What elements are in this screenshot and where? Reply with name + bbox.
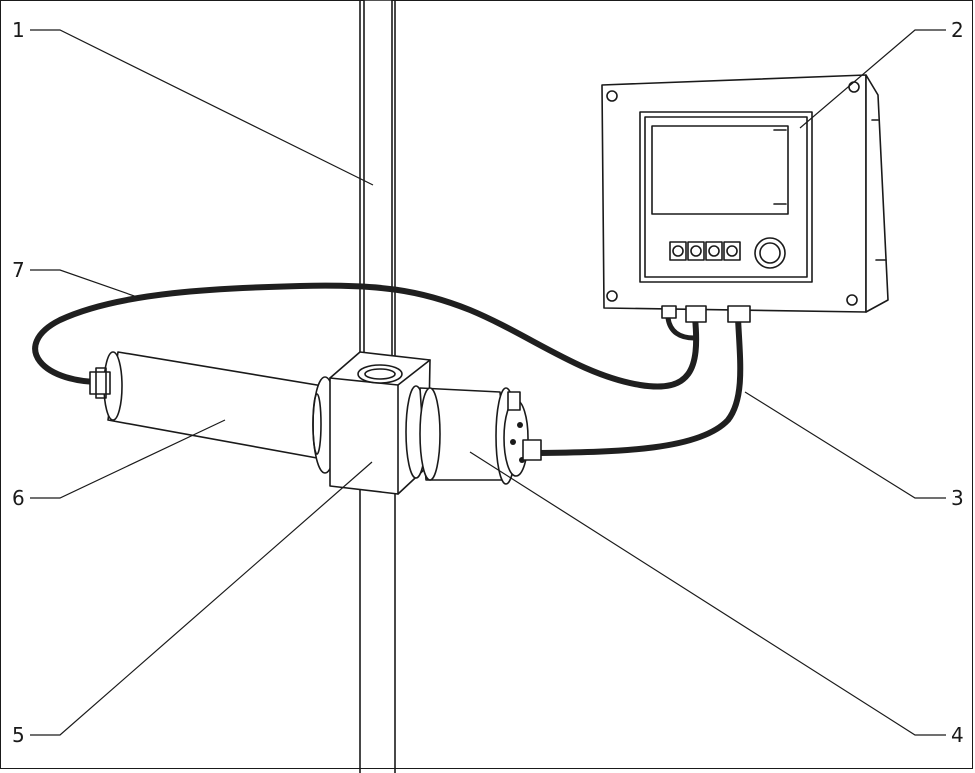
mounting-block-5 bbox=[329, 351, 431, 495]
sensor-6 bbox=[89, 351, 338, 474]
callout-3: 3 bbox=[951, 486, 964, 510]
controller-2 bbox=[601, 74, 889, 323]
cable-glands bbox=[661, 305, 751, 323]
leader-lines bbox=[30, 29, 946, 736]
cable-7 bbox=[32, 282, 700, 390]
callout-6: 6 bbox=[12, 486, 25, 510]
upper-pipe-stub bbox=[363, 0, 393, 373]
cable-3 bbox=[537, 315, 744, 456]
callout-1: 1 bbox=[12, 18, 25, 42]
callout-5: 5 bbox=[12, 723, 25, 747]
callout-7: 7 bbox=[12, 258, 25, 282]
cable-loop bbox=[665, 315, 697, 341]
keypad bbox=[669, 241, 741, 261]
callout-4: 4 bbox=[951, 723, 964, 747]
callout-2: 2 bbox=[951, 18, 964, 42]
sensor-4 bbox=[405, 385, 542, 485]
